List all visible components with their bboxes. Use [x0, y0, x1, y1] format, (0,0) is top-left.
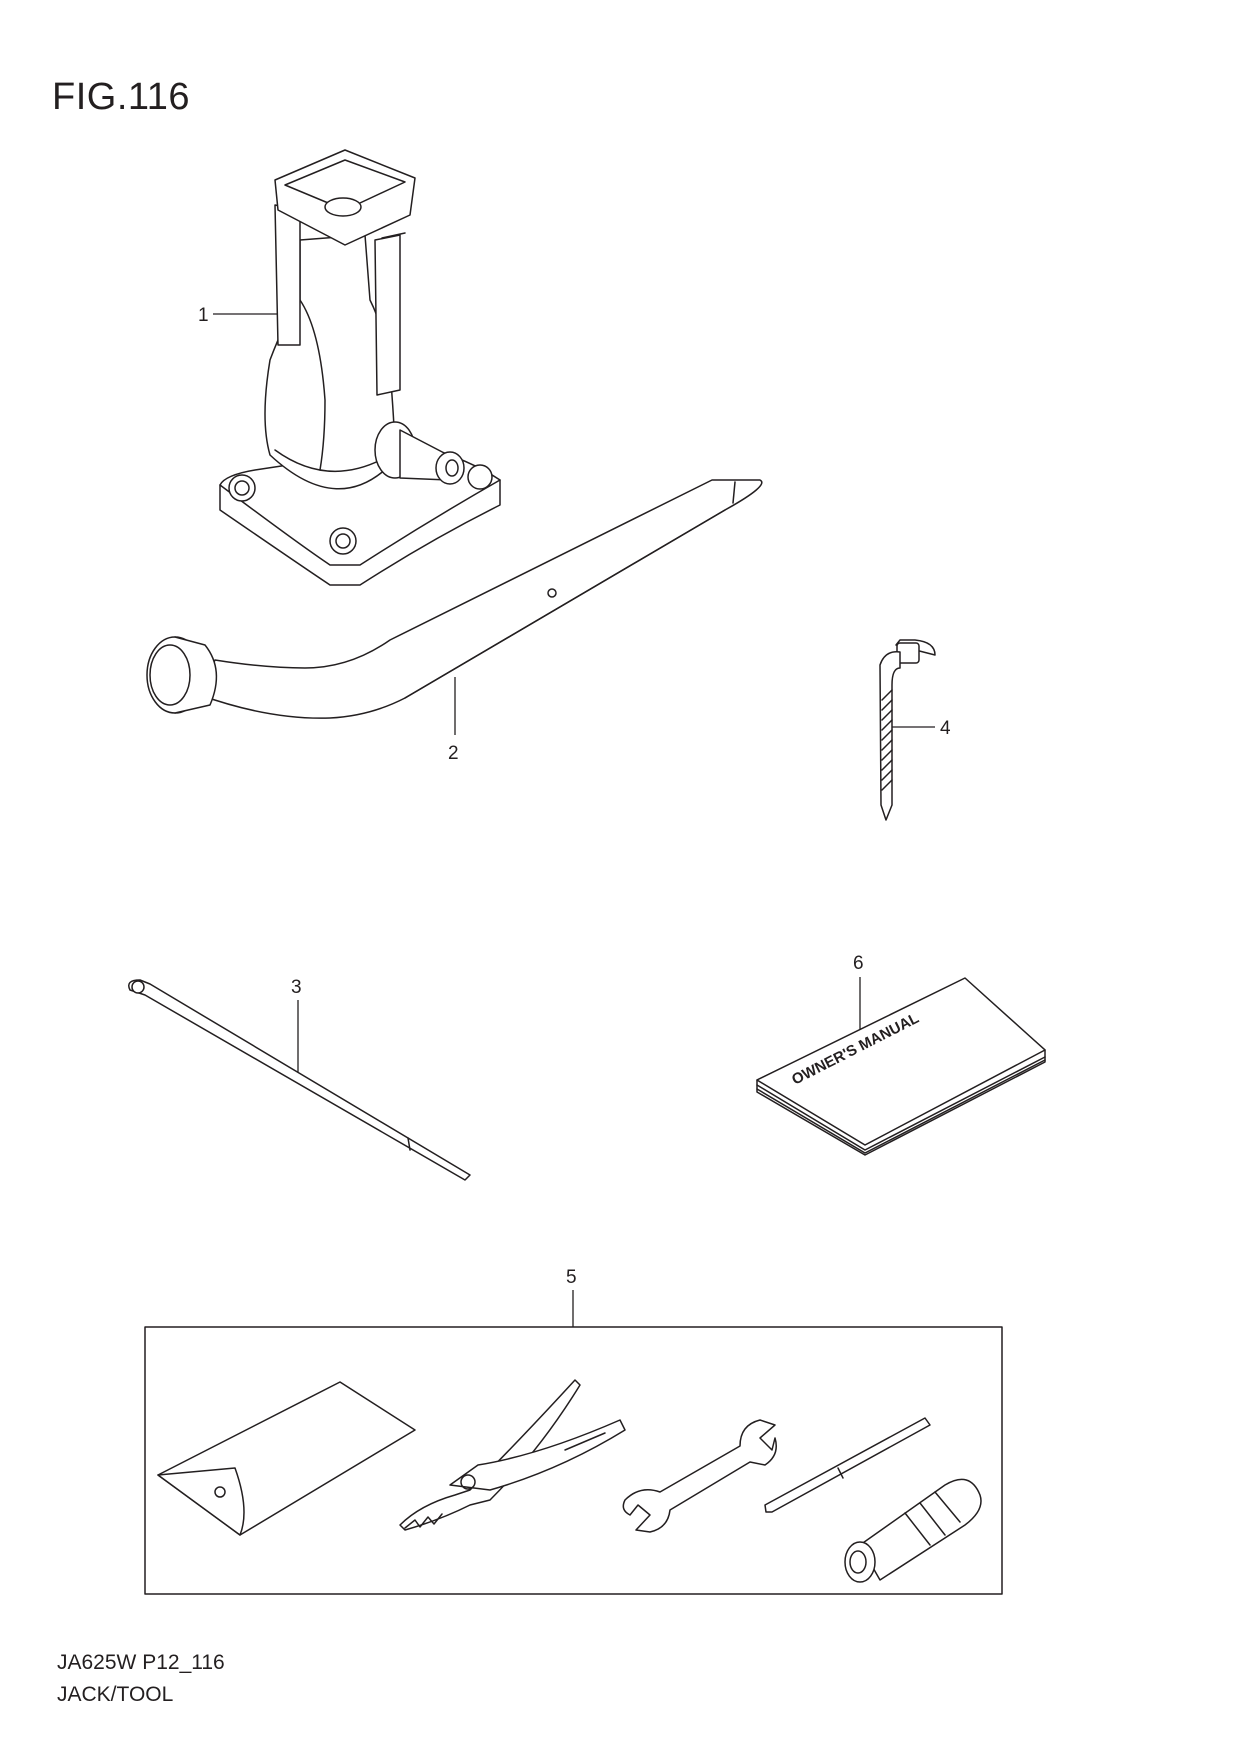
tool-kit-frame: [144, 1326, 1003, 1595]
pliers-icon: [399, 1379, 626, 1531]
screwdriver-shaft-icon: [764, 1417, 931, 1513]
callout-4: 4: [940, 718, 951, 739]
callout-6: 6: [853, 953, 864, 974]
rod-illustration: [128, 979, 471, 1181]
wrench-icon: [622, 1419, 777, 1533]
callout-1: 1: [198, 305, 209, 326]
jack-illustration: [219, 149, 501, 586]
callout-5: 5: [566, 1267, 577, 1288]
diagram-name: JACK/TOOL: [57, 1683, 174, 1706]
owners-manual-illustration: OWNER'S MANUAL: [756, 977, 1046, 1156]
band-tie-illustration: [879, 639, 936, 821]
tool-bag-icon: [157, 1381, 416, 1536]
figure-title: FIG.116: [52, 76, 190, 118]
callout-2: 2: [448, 743, 459, 764]
diagram-code: JA625W P12_116: [57, 1651, 225, 1674]
callout-3: 3: [291, 977, 302, 998]
screwdriver-handle-icon: [844, 1478, 982, 1583]
wheel-wrench-illustration: [146, 479, 763, 719]
